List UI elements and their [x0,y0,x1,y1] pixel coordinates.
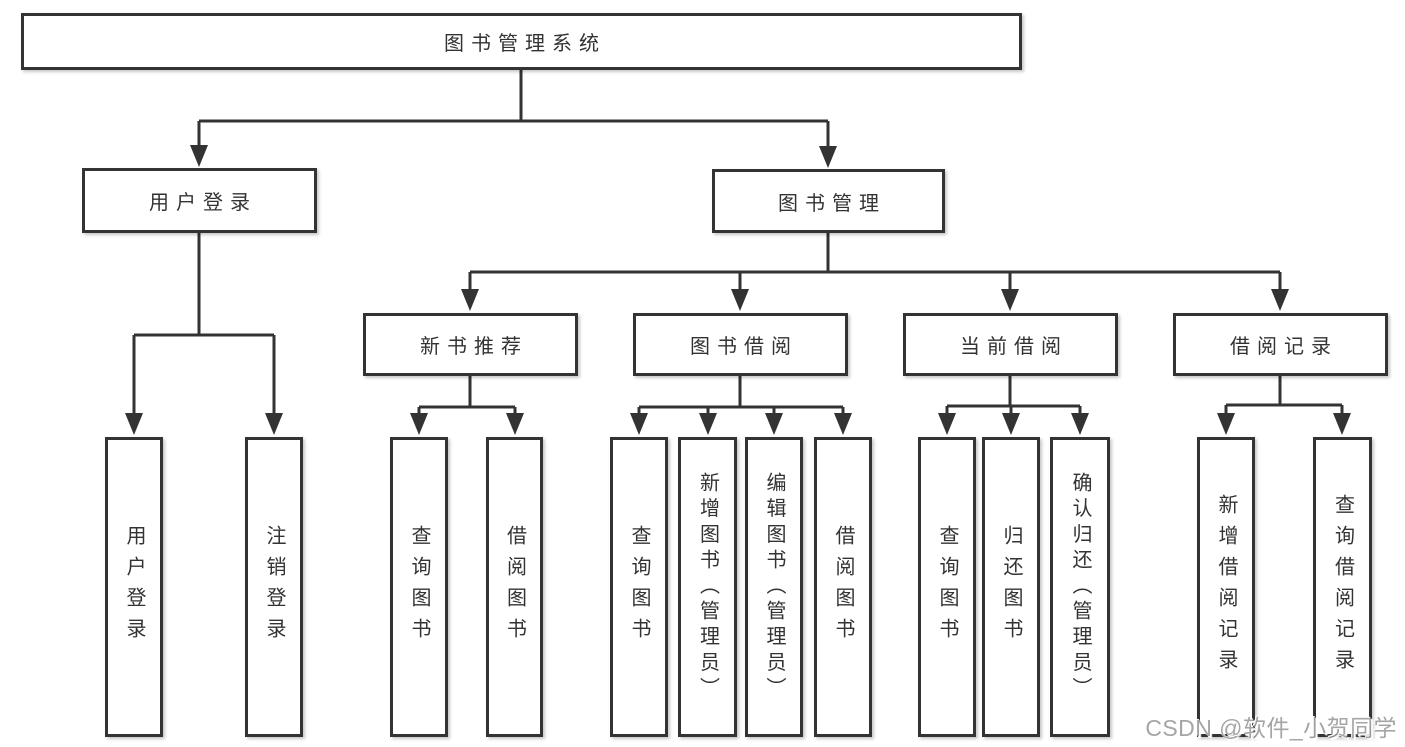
leaf-return-books: 归还图书 [982,437,1040,737]
leaf-confirm-return-admin-label: 确认归还（管理员） [1069,471,1091,703]
leaf-add-borrow-record-label: 新增借阅记录 [1215,494,1237,680]
leaf-borrowing-query-books-label: 查询图书 [628,525,650,649]
leaf-current-query-books: 查询图书 [918,437,976,737]
leaf-recommend-query-books: 查询图书 [390,437,448,737]
leaf-confirm-return-admin: 确认归还（管理员） [1050,437,1110,737]
node-user-login-label: 用户登录 [149,192,257,214]
node-new-book-recommend-label: 新书推荐 [420,336,528,358]
leaf-borrowing-borrow-books: 借阅图书 [814,437,872,737]
leaf-edit-books-admin: 编辑图书（管理员） [745,437,803,737]
leaf-query-borrow-record-label: 查询借阅记录 [1331,494,1354,680]
leaf-add-borrow-record: 新增借阅记录 [1197,437,1255,737]
node-borrowing-records: 借阅记录 [1173,313,1388,376]
node-library-system-label: 图书管理系统 [444,33,606,55]
leaf-recommend-query-books-label: 查询图书 [408,525,430,649]
leaf-logout-login: 注销登录 [245,437,303,737]
node-book-management: 图书管理 [712,169,945,233]
leaf-recommend-borrow-books-label: 借阅图书 [503,525,526,649]
leaf-user-login: 用户登录 [105,437,163,737]
leaf-query-borrow-record: 查询借阅记录 [1313,437,1372,737]
leaf-add-books-admin: 新增图书（管理员） [678,437,737,737]
leaf-recommend-borrow-books: 借阅图书 [486,437,543,737]
leaf-logout-login-label: 注销登录 [263,525,285,649]
leaf-borrowing-borrow-books-label: 借阅图书 [832,525,854,649]
leaf-add-books-admin-label: 新增图书（管理员） [696,471,719,703]
leaf-return-books-label: 归还图书 [1000,525,1022,649]
node-book-borrowing: 图书借阅 [633,313,848,376]
node-library-system: 图书管理系统 [21,13,1022,70]
node-current-borrowing: 当前借阅 [903,313,1118,376]
leaf-edit-books-admin-label: 编辑图书（管理员） [763,471,785,703]
csdn-watermark: CSDN @软件_小贺同学 [1145,715,1397,741]
leaf-borrowing-query-books: 查询图书 [610,437,668,737]
node-user-login: 用户登录 [82,168,317,233]
node-book-borrowing-label: 图书借阅 [690,336,798,358]
leaf-user-login-label: 用户登录 [123,525,145,649]
node-new-book-recommend: 新书推荐 [363,313,578,376]
node-current-borrowing-label: 当前借阅 [960,336,1068,358]
node-book-management-label: 图书管理 [778,192,886,215]
node-borrowing-records-label: 借阅记录 [1230,336,1338,358]
leaf-current-query-books-label: 查询图书 [936,525,958,649]
